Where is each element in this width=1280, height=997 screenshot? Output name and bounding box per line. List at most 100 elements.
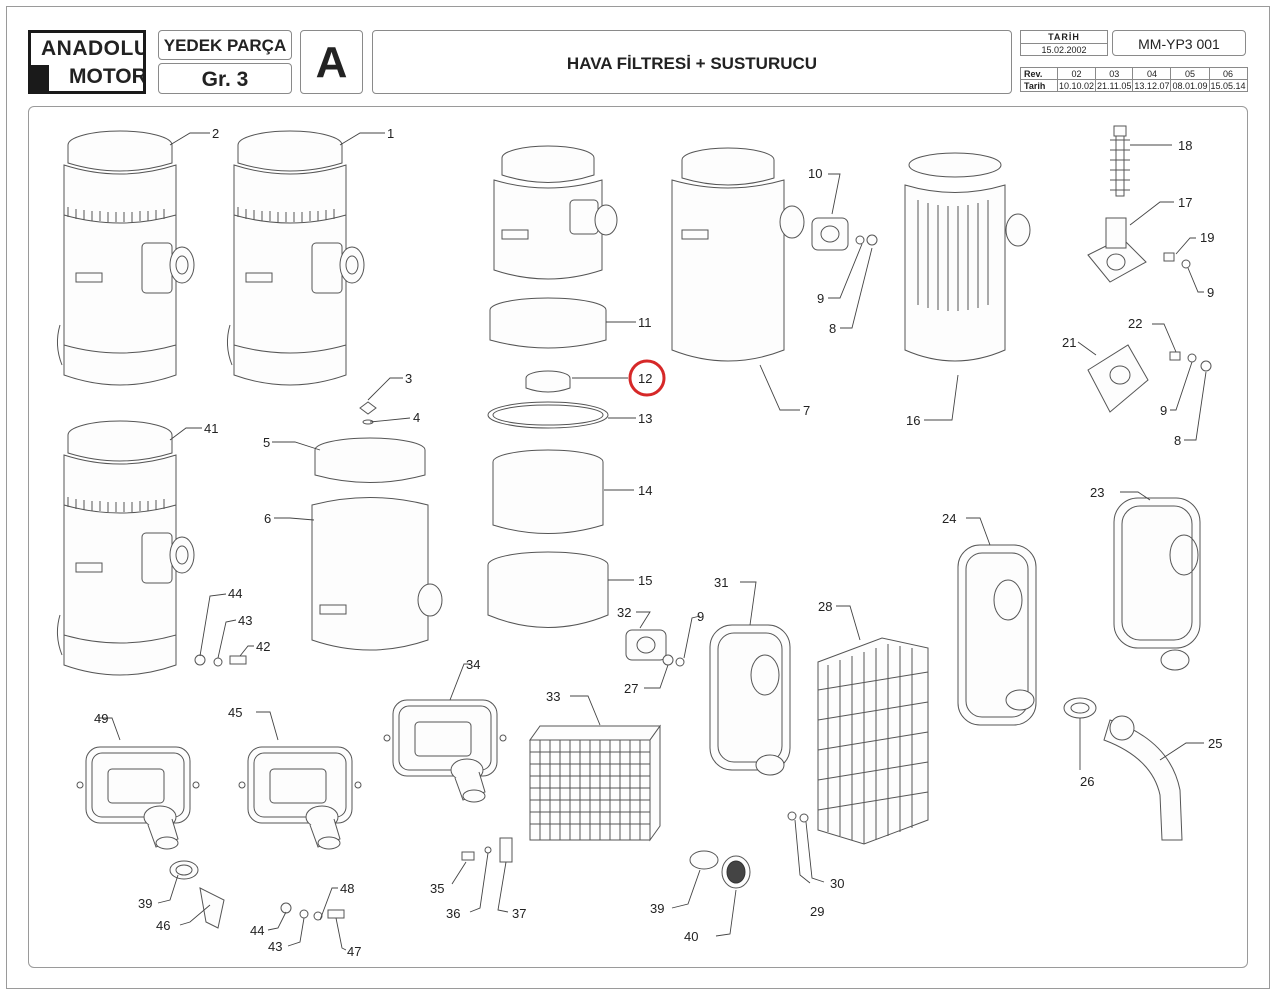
- group-label: Gr. 3: [158, 63, 292, 94]
- anadolu-motor-logo: ANADOLU MOTOR: [28, 30, 146, 94]
- callout-39b: 39: [650, 901, 664, 916]
- callout-49: 49: [94, 711, 108, 726]
- callout-7: 7: [803, 403, 810, 418]
- bolt-19: [1163, 252, 1191, 269]
- bolt-29-washer-30: [787, 811, 809, 823]
- callout-46: 46: [156, 918, 170, 933]
- callout-30: 30: [830, 876, 844, 891]
- callout-11: 11: [638, 315, 652, 330]
- heat-shield-28: [817, 637, 929, 845]
- callout-41: 41: [204, 421, 218, 436]
- leader-lines: [98, 132, 1207, 951]
- gasket-32: [625, 629, 667, 661]
- callout-15: 15: [638, 573, 652, 588]
- callout-44b: 44: [250, 923, 264, 938]
- callout-2: 2: [212, 126, 219, 141]
- air-filter-assembly-5-6: [311, 437, 443, 651]
- callout-47: 47: [347, 944, 361, 959]
- callout-16: 16: [906, 413, 920, 428]
- callout-48: 48: [340, 881, 354, 896]
- clamp-26: [1063, 697, 1097, 719]
- callout-27: 27: [624, 681, 638, 696]
- fitting-18: [1110, 125, 1130, 197]
- callout-9c: 9: [1160, 403, 1167, 418]
- revision-date-row: Tarih 10.10.02 21.11.05 13.12.07 08.01.0…: [1020, 79, 1248, 92]
- nut-27-washer-9: [662, 654, 685, 667]
- date-box: TARİH 15.02.2002: [1020, 30, 1108, 56]
- highlight-circle-part-12: [628, 359, 666, 397]
- callout-9b: 9: [1207, 285, 1214, 300]
- logo-line-2: MOTOR: [69, 65, 146, 88]
- callout-22: 22: [1128, 316, 1142, 331]
- air-filter-assembly-1: [226, 130, 365, 386]
- air-filter-assembly-16: [904, 152, 1031, 362]
- callout-31: 31: [714, 575, 728, 590]
- rev-date: 10.10.02: [1056, 79, 1097, 92]
- spare-parts-label: YEDEK PARÇA: [158, 30, 292, 60]
- callout-6: 6: [264, 511, 271, 526]
- revision-row: Rev. 02 03 04 05 06: [1020, 67, 1248, 80]
- callout-36: 36: [446, 906, 460, 921]
- muffler-34: [383, 699, 507, 803]
- muffler-31: [709, 624, 791, 776]
- gasket-10: [811, 217, 849, 251]
- callout-44: 44: [228, 586, 242, 601]
- callout-13: 13: [638, 411, 652, 426]
- callout-29: 29: [810, 904, 824, 919]
- date-value: 15.02.2002: [1021, 43, 1107, 55]
- muffler-23: [1113, 497, 1201, 671]
- callout-8: 8: [829, 321, 836, 336]
- logo-corner-mark: [31, 65, 49, 91]
- air-filter-assembly-7: [671, 147, 805, 362]
- callout-17: 17: [1178, 195, 1192, 210]
- callout-9d: 9: [697, 609, 704, 624]
- callout-18: 18: [1178, 138, 1192, 153]
- callout-23: 23: [1090, 485, 1104, 500]
- callout-12: 12: [638, 371, 652, 386]
- callout-28: 28: [818, 599, 832, 614]
- drawing-sheet: [6, 6, 1270, 989]
- rain-cap-46: [199, 887, 225, 929]
- muffler-49: [76, 746, 200, 850]
- washer-9-nut-8: [855, 234, 878, 246]
- callout-33: 33: [546, 689, 560, 704]
- fasteners-44-43-48-47: [280, 902, 345, 921]
- callout-21: 21: [1062, 335, 1076, 350]
- callout-8b: 8: [1174, 433, 1181, 448]
- callout-5: 5: [263, 435, 270, 450]
- callout-32: 32: [617, 605, 631, 620]
- callout-3: 3: [405, 371, 412, 386]
- bolt-22-washers: [1169, 351, 1212, 372]
- callout-1: 1: [387, 126, 394, 141]
- callout-43: 43: [238, 613, 252, 628]
- date-row-label: Tarih: [1020, 79, 1058, 92]
- muffler-24: [957, 544, 1037, 726]
- rev-number: 03: [1095, 67, 1134, 80]
- clamp-39-cap-40: [689, 850, 751, 889]
- callout-40: 40: [684, 929, 698, 944]
- callout-35: 35: [430, 881, 444, 896]
- revision-table: Rev. 02 03 04 05 06 Tarih 10.10.02 21.11…: [1020, 67, 1248, 92]
- rev-date: 21.11.05: [1095, 79, 1134, 92]
- callout-10: 10: [808, 166, 822, 181]
- rev-date: 15.05.14: [1208, 79, 1248, 92]
- date-label: TARİH: [1048, 32, 1080, 42]
- callout-37: 37: [512, 906, 526, 921]
- callout-14: 14: [638, 483, 652, 498]
- air-filter-assembly-41: [56, 420, 195, 676]
- flange-17: [1087, 217, 1147, 283]
- page-title: HAVA FİLTRESİ + SUSTURUCU: [372, 30, 1012, 94]
- callout-42: 42: [256, 639, 270, 654]
- callout-34: 34: [466, 657, 480, 672]
- clamp-39-left: [169, 860, 199, 880]
- sheet-letter: A: [300, 30, 363, 94]
- fasteners-44-43-42: [194, 654, 247, 667]
- flange-21: [1087, 344, 1149, 413]
- document-code: MM-YP3 001: [1112, 30, 1246, 56]
- bolt-35-washer-36-bracket-37: [461, 837, 513, 863]
- callout-25: 25: [1208, 736, 1222, 751]
- wing-nut-3-washer-4: [359, 401, 377, 425]
- callout-labels: 2 1 3 4 5 6 11 12 13 14 15 7 10 9 8 16 1…: [94, 126, 1222, 959]
- diagram-frame: [28, 106, 1248, 968]
